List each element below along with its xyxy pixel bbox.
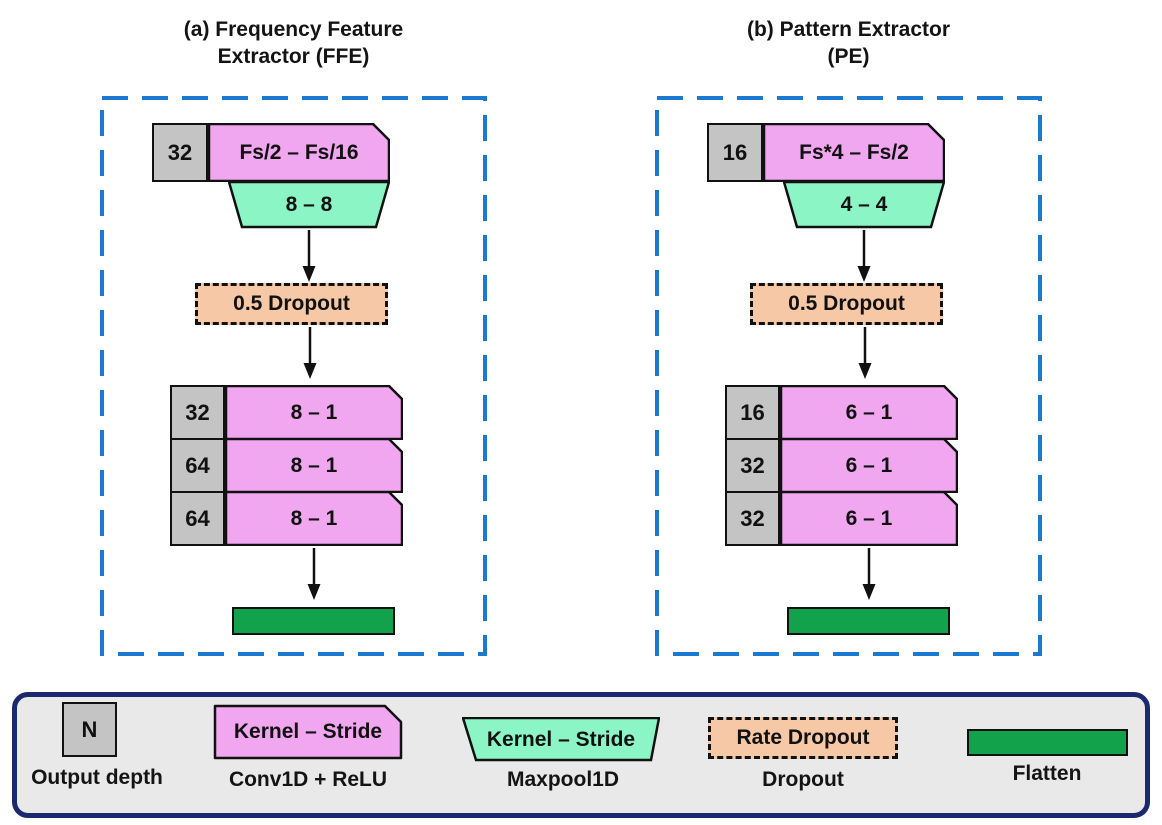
legend-maxpool-symbol: Kernel – Stride xyxy=(462,717,660,762)
panel-b-conv3-depth-box: 32 xyxy=(725,491,780,546)
panel-a-input-conv-label: Fs/2 – Fs/16 xyxy=(239,140,359,164)
panel-b-dropout-box: 0.5 Dropout xyxy=(750,283,943,325)
panel-a-input-depth-box: 32 xyxy=(152,123,208,182)
panel-b-input-conv-label: Fs*4 – Fs/2 xyxy=(799,140,909,164)
arrow-down-icon xyxy=(307,548,321,600)
legend-flatten-label: Flatten xyxy=(1012,762,1082,785)
panel-a-conv3-box: 8 – 1 xyxy=(225,491,403,546)
conv-shape-icon xyxy=(780,491,958,546)
panel-a-dashed-border xyxy=(100,96,487,656)
legend-conv-label: Conv1D + ReLU xyxy=(228,768,388,791)
legend-dropout-symbol: Rate Dropout xyxy=(708,717,898,759)
legend-conv-symbol: Kernel – Stride xyxy=(213,704,403,760)
conv-shape-icon xyxy=(208,123,390,182)
panel-a-input-conv-box: Fs/2 – Fs/16 xyxy=(208,123,390,182)
panel-a-conv2-depth-box: 64 xyxy=(170,438,225,493)
panel-a-conv1-depth-box: 32 xyxy=(170,385,225,440)
panel-a-conv3-depth: 64 xyxy=(185,505,210,531)
panel-b-conv2-depth: 32 xyxy=(740,452,765,478)
panel-b-input-depth-box: 16 xyxy=(707,123,763,182)
panel-a-conv1-depth: 32 xyxy=(185,399,210,425)
panel-b-flatten-bar xyxy=(787,607,950,635)
panel-b-conv1-depth-box: 16 xyxy=(725,385,780,440)
panel-b-input-conv-box: Fs*4 – Fs/2 xyxy=(763,123,945,182)
panel-b-conv3-label: 6 – 1 xyxy=(845,506,893,530)
panel-b-conv2-depth-box: 32 xyxy=(725,438,780,493)
conv-shape-icon xyxy=(225,491,403,546)
arrow-down-icon xyxy=(303,327,317,379)
panel-a-conv2-label: 8 – 1 xyxy=(290,453,338,477)
panel-a-dropout-label: 0.5 Dropout xyxy=(233,292,350,315)
panel-b-conv1-depth: 16 xyxy=(740,399,765,425)
panel-a-title: (a) Frequency Feature Extractor (FFE) xyxy=(183,18,404,69)
maxpool-shape-icon xyxy=(462,717,660,762)
panel-a-input-depth: 32 xyxy=(167,139,193,165)
conv-shape-icon xyxy=(225,438,403,493)
legend-dropout-symbol-text: Rate Dropout xyxy=(736,726,870,749)
conv-shape-icon xyxy=(213,704,403,760)
arrow-down-icon xyxy=(862,548,876,600)
panel-b-conv3-box: 6 – 1 xyxy=(780,491,958,546)
arrow-down-icon xyxy=(857,230,871,282)
panel-b-input-depth: 16 xyxy=(722,139,748,165)
legend-conv-symbol-text: Kernel – Stride xyxy=(233,720,383,743)
legend-output-depth-symbol: N xyxy=(62,702,117,757)
panel-a-maxpool-trapezoid: 8 – 8 xyxy=(228,181,390,229)
legend-flatten-symbol xyxy=(967,729,1128,756)
conv-shape-icon xyxy=(780,385,958,440)
panel-a-maxpool-label: 8 – 8 xyxy=(285,193,333,216)
panel-b-conv1-label: 6 – 1 xyxy=(845,400,893,424)
arrow-down-icon xyxy=(858,327,872,379)
panel-a-conv2-box: 8 – 1 xyxy=(225,438,403,493)
panel-b-conv2-box: 6 – 1 xyxy=(780,438,958,493)
maxpool-shape-icon xyxy=(228,181,390,229)
panel-b-dashed-border xyxy=(655,96,1042,656)
panel-b-conv1-box: 6 – 1 xyxy=(780,385,958,440)
panel-a-conv3-depth-box: 64 xyxy=(170,491,225,546)
maxpool-shape-icon xyxy=(783,181,945,229)
panel-a-conv3-label: 8 – 1 xyxy=(290,506,338,530)
panel-b-dropout-label: 0.5 Dropout xyxy=(788,292,905,315)
legend-dropout-label: Dropout xyxy=(762,768,844,791)
panel-a-dropout-box: 0.5 Dropout xyxy=(195,283,388,325)
panel-b-conv2-label: 6 – 1 xyxy=(845,453,893,477)
panel-b-title: (b) Pattern Extractor (PE) xyxy=(746,18,951,69)
panel-a-conv2-depth: 64 xyxy=(185,452,210,478)
arrow-down-icon xyxy=(302,230,316,282)
legend-output-depth-label: Output depth xyxy=(31,766,163,789)
conv-shape-icon xyxy=(225,385,403,440)
legend-maxpool-symbol-text: Kernel – Stride xyxy=(486,727,636,751)
panel-b-maxpool-trapezoid: 4 – 4 xyxy=(783,181,945,229)
panel-a-flatten-bar xyxy=(232,607,395,635)
conv-shape-icon xyxy=(763,123,945,182)
panel-b-maxpool-label: 4 – 4 xyxy=(840,193,888,216)
panel-a-conv1-box: 8 – 1 xyxy=(225,385,403,440)
conv-shape-icon xyxy=(780,438,958,493)
panel-a-conv1-label: 8 – 1 xyxy=(290,400,338,424)
legend-maxpool-label: Maxpool1D xyxy=(506,768,619,791)
legend-output-depth-n: N xyxy=(81,716,98,742)
panel-b-conv3-depth: 32 xyxy=(740,505,765,531)
